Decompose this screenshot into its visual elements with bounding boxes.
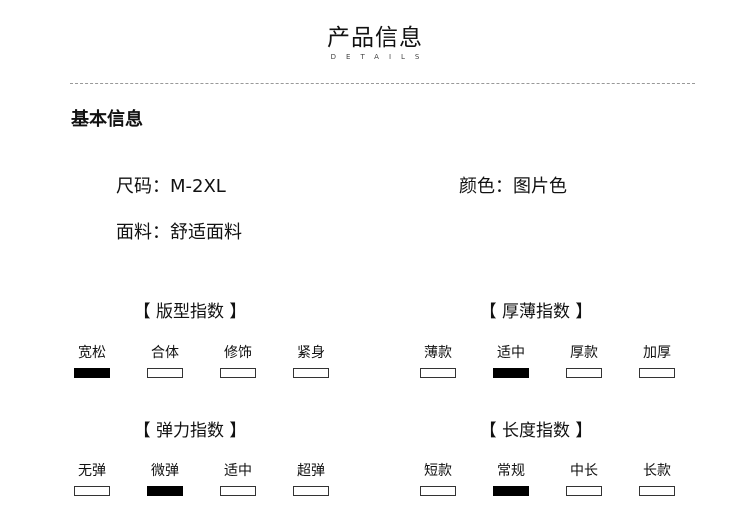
option-label: 中长 [570,463,598,479]
option-box [639,486,675,496]
index-option: 无弹 [74,460,110,496]
index-title: 【 长度指数 】 [479,421,593,441]
option-box [293,486,329,496]
option-box-selected [493,486,529,496]
index-title: 【 厚薄指数 】 [479,302,593,322]
option-box-selected [147,486,183,496]
index-option: 厚款 [566,342,602,378]
option-box [147,368,183,378]
option-box [566,486,602,496]
option-label: 长款 [643,463,671,479]
fabric-attr: 面料：舒适面料 [116,222,242,243]
option-box [566,368,602,378]
index-title: 【 版型指数 】 [133,302,247,322]
index-option: 宽松 [74,342,110,378]
option-box-selected [493,368,529,378]
index-option: 合体 [147,342,183,378]
index-option: 中长 [566,460,602,496]
index-option: 适中 [493,342,529,378]
option-box [220,368,256,378]
option-label: 修饰 [224,345,252,361]
option-label: 薄款 [424,345,452,361]
index-title: 【 弹力指数 】 [133,421,247,441]
option-box [74,486,110,496]
option-box [420,368,456,378]
option-label: 无弹 [78,463,106,479]
option-label: 微弹 [151,463,179,479]
section-heading: 基本信息 [71,109,143,130]
option-box [220,486,256,496]
option-label: 超弹 [297,463,325,479]
option-label: 适中 [224,463,252,479]
index-option: 超弹 [293,460,329,496]
option-label: 短款 [424,463,452,479]
option-box [639,368,675,378]
index-option: 长款 [639,460,675,496]
color-attr: 颜色：图片色 [459,176,567,197]
index-option: 常规 [493,460,529,496]
index-option: 紧身 [293,342,329,378]
index-option: 微弹 [147,460,183,496]
option-label: 常规 [497,463,525,479]
option-label: 加厚 [643,345,671,361]
option-label: 合体 [151,345,179,361]
option-label: 紧身 [297,345,325,361]
option-label: 厚款 [570,345,598,361]
size-attr: 尺码：M-2XL [116,176,226,197]
option-label: 适中 [497,345,525,361]
index-option: 适中 [220,460,256,496]
option-box-selected [74,368,110,378]
option-label: 宽松 [78,345,106,361]
option-box [420,486,456,496]
page-title: 产品信息 [327,25,423,51]
option-box [293,368,329,378]
page-subtitle: DETAILS [330,53,430,61]
dashed-divider [70,83,695,84]
index-option: 短款 [420,460,456,496]
index-option: 加厚 [639,342,675,378]
index-option: 薄款 [420,342,456,378]
index-option: 修饰 [220,342,256,378]
